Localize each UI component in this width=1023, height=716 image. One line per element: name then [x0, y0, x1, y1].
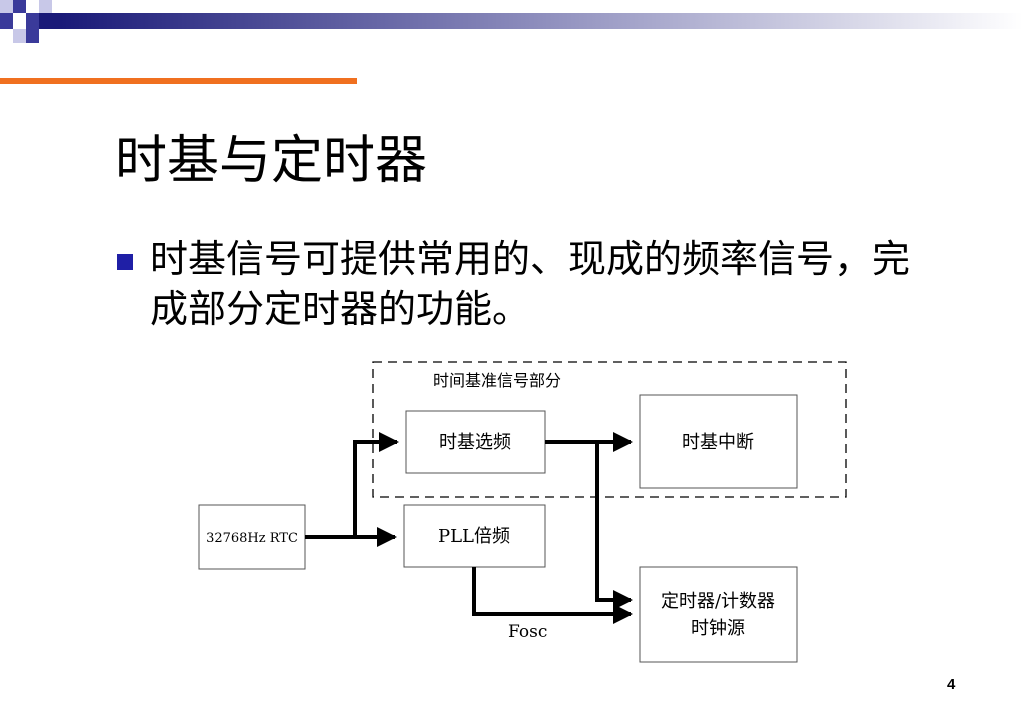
- fosc-label: Fosc: [508, 622, 547, 642]
- timebase-select-label: 时基选频: [439, 432, 511, 453]
- arrow-pll-to-timer-clock: [472, 567, 633, 624]
- timebase-interrupt-label: 时基中断: [682, 432, 754, 453]
- rtc-box: [198, 504, 306, 570]
- pll-box: [403, 504, 546, 568]
- bullet-marker: [117, 254, 133, 270]
- orange-divider: [0, 78, 357, 84]
- timebase-select-box: [405, 410, 546, 474]
- timer-clock-label-line1: 定时器/计数器: [661, 591, 775, 612]
- rtc-label: 32768Hz RTC: [206, 531, 298, 546]
- pll-label: PLL倍频: [438, 526, 510, 547]
- page-number: 4: [947, 676, 956, 693]
- slide-title: 时基与定时器: [115, 131, 428, 191]
- timer-clock-label-line2: 时钟源: [691, 618, 745, 639]
- arrow-select-to-timer-clock: [595, 442, 633, 610]
- timebase-interrupt-box: [639, 394, 798, 489]
- timebase-group-boundary: [372, 361, 847, 498]
- group-label: 时间基准信号部分: [433, 371, 561, 390]
- connectors: [305, 432, 633, 624]
- timer-clock-box: [639, 566, 798, 663]
- arrow-rtc-to-timebase-select: [353, 432, 399, 537]
- header-decoration: [0, 0, 1023, 43]
- bullet-text: 时基信号可提供常用的、现成的频率信号，完成部分定时器的功能。: [150, 237, 911, 331]
